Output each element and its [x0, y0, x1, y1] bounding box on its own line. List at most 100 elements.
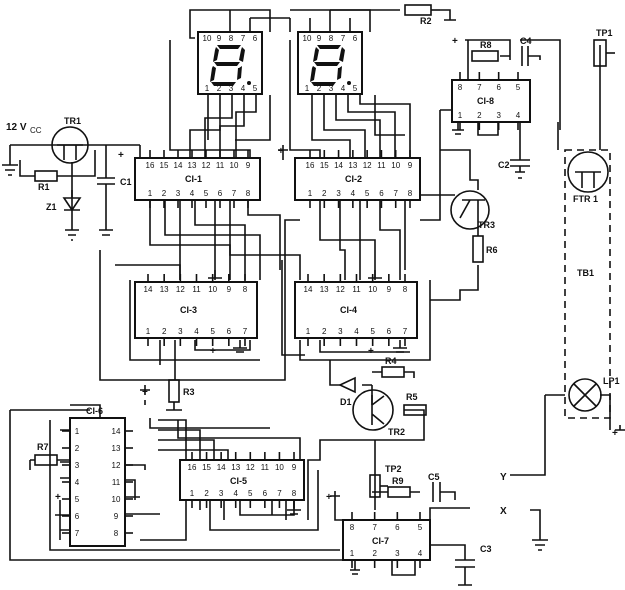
display-top-pin-10: 10 [303, 34, 312, 43]
plus-sign: + [142, 387, 148, 398]
z1-label: Z1 [46, 202, 57, 212]
plus-sign: + [612, 428, 618, 439]
capacitor-c4: C4 [520, 36, 532, 66]
resistor-r8: R8 [471, 40, 499, 62]
display-bottom-pin-5: 5 [253, 84, 258, 93]
r2-label: R2 [420, 16, 432, 26]
display-1-digit-icon [210, 45, 251, 86]
trimpot-tp1: TP1 [593, 28, 615, 67]
tb1-label: TB1 [577, 268, 594, 278]
lp1-label: LP1 [603, 376, 620, 386]
ci3-pin-4: 4 [194, 327, 199, 336]
ci6-pin-1: 1 [75, 427, 80, 436]
ci4-pin-14: 14 [304, 285, 313, 294]
ci6-pin-12: 12 [112, 461, 121, 470]
ci6-pin-2: 2 [75, 444, 80, 453]
display-top-pin-9: 9 [317, 34, 322, 43]
ci7-pin-4: 4 [418, 549, 423, 558]
ci2-pin-10: 10 [391, 161, 400, 170]
ci8-pin-2: 2 [477, 111, 482, 120]
display-bottom-pin-4: 4 [241, 84, 246, 93]
ci3-pin-8: 8 [243, 285, 248, 294]
ftr1-label: FTR 1 [573, 194, 598, 204]
ci2-pin-14: 14 [334, 161, 343, 170]
ci4-pin-10: 10 [368, 285, 377, 294]
ci4-pin-13: 13 [320, 285, 329, 294]
ci5-pin-7: 7 [277, 489, 282, 498]
display-top-pin-7: 7 [241, 34, 246, 43]
ci7-pin-6: 6 [395, 523, 400, 532]
ic-ci-2-label: CI-2 [345, 174, 362, 184]
ci6-pin-11: 11 [112, 478, 121, 487]
resistor-r7: R7 [29, 442, 70, 470]
plus-sign: + [210, 346, 216, 357]
ci5-pin-14: 14 [217, 463, 226, 472]
ci1-pin-9: 9 [246, 161, 251, 170]
ci5-pin-10: 10 [275, 463, 284, 472]
capacitor-c2: C2 [498, 159, 530, 172]
phototransistor-ftr1: FTR 1 [567, 151, 609, 204]
ci5-pin-2: 2 [204, 489, 209, 498]
display-top-pin-6: 6 [253, 34, 258, 43]
ci1-pin-6: 6 [218, 189, 223, 198]
ci3-pin-10: 10 [208, 285, 217, 294]
ci8-pin-3: 3 [496, 111, 501, 120]
c3-label: C3 [480, 544, 492, 554]
ci4-pin-5: 5 [370, 327, 375, 336]
resistor-r3: R3 [166, 379, 195, 411]
d1-label: D1 [340, 397, 352, 407]
diode-d1: D1 [338, 376, 356, 407]
transistor-tr2: TR2 [352, 389, 405, 437]
c2-label: C2 [498, 160, 510, 170]
resistor-r6: R6 [472, 235, 498, 263]
ci5-pin-5: 5 [248, 489, 253, 498]
ci3-pin-6: 6 [227, 327, 232, 336]
ci2-pin-12: 12 [363, 161, 372, 170]
r6-label: R6 [486, 245, 498, 255]
r7-label: R7 [37, 442, 49, 452]
tr2-label: TR2 [388, 427, 405, 437]
r3-label: R3 [183, 387, 195, 397]
plus-sign: + [368, 346, 374, 357]
c5-label: C5 [428, 472, 440, 482]
tp1-label: TP1 [596, 28, 613, 38]
trimpot-tp2: TP2 [369, 464, 402, 498]
ci1-pin-8: 8 [246, 189, 251, 198]
ci1-pin-5: 5 [204, 189, 209, 198]
ic-ci-7-label: CI-7 [372, 536, 389, 546]
ci6-pin-4: 4 [75, 478, 80, 487]
ground-icon [208, 270, 222, 283]
ci3-pin-3: 3 [178, 327, 183, 336]
r1-label: R1 [38, 182, 50, 192]
ci5-pin-15: 15 [202, 463, 211, 472]
ci4-pin-4: 4 [354, 327, 359, 336]
capacitor-c1: C1 [97, 177, 132, 196]
ci5-pin-16: 16 [188, 463, 197, 472]
ci3-pin-12: 12 [176, 285, 185, 294]
ic-ci-4-label: CI-4 [340, 305, 357, 315]
ci6-pin-5: 5 [75, 495, 80, 504]
display-bottom-pin-2: 2 [217, 84, 222, 93]
ci7-pin-1: 1 [350, 549, 355, 558]
ci3-pin-9: 9 [227, 285, 232, 294]
ci6-pin-13: 13 [112, 444, 121, 453]
ci6-pin-8: 8 [114, 529, 119, 538]
resistor-r2: R2 [404, 4, 440, 26]
display-bottom-pin-2: 2 [317, 84, 322, 93]
display-top-pin-9: 9 [217, 34, 222, 43]
r9-label: R9 [392, 476, 404, 486]
ground-icon [393, 340, 407, 353]
ci3-pin-14: 14 [144, 285, 153, 294]
ci5-pin-11: 11 [261, 463, 270, 472]
ci2-pin-11: 11 [377, 161, 386, 170]
plus-sign: + [452, 36, 458, 47]
ci5-pin-9: 9 [292, 463, 297, 472]
ground-icon [368, 270, 382, 283]
resistor-r1: R1 [34, 170, 80, 192]
